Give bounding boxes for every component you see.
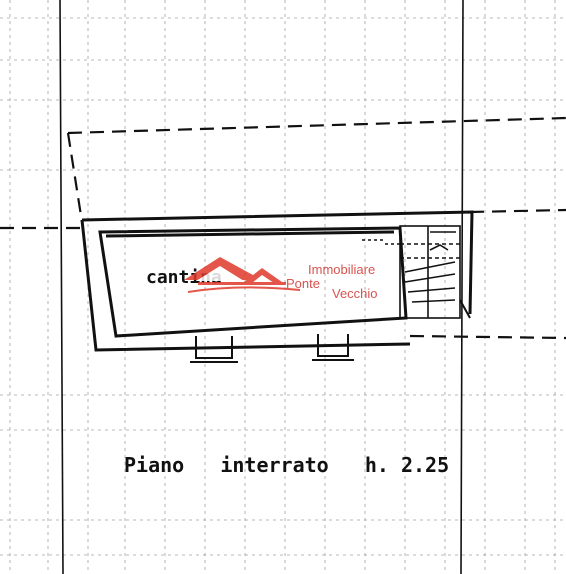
watermark-line2: Ponte xyxy=(286,276,320,291)
vent-opening-left xyxy=(190,336,238,363)
watermark-logo xyxy=(184,257,301,293)
watermark-line1: Immobiliare xyxy=(308,262,375,277)
vent-opening-right xyxy=(312,334,354,361)
reference-lines xyxy=(0,116,566,340)
frame-lines xyxy=(59,0,464,574)
staircase xyxy=(362,225,471,319)
watermark-line3: Vecchio xyxy=(332,286,378,301)
floor-caption: Piano interrato h. 2.25 xyxy=(124,453,449,477)
